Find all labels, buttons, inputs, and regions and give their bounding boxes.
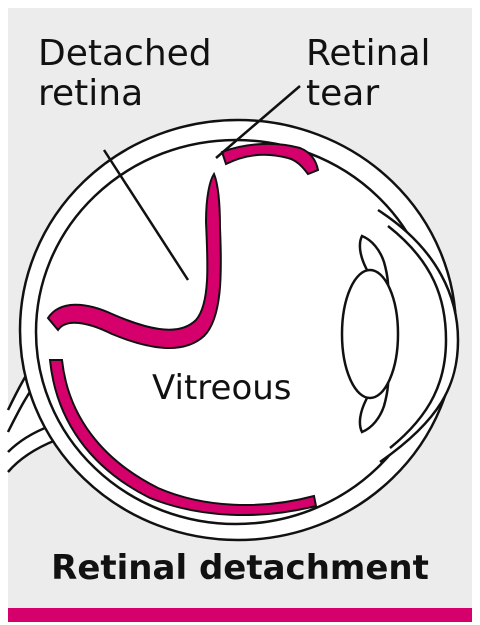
retinal-tear-label: Retinal tear [306, 34, 431, 113]
detached-retina-label: Detached retina [38, 34, 212, 113]
figure-title: Retinal detachment [0, 548, 480, 588]
accent-bar [8, 608, 472, 622]
retinal-tear-label-line2: tear [306, 74, 431, 114]
vitreous-label: Vitreous [152, 370, 292, 407]
detached-retina-label-line2: retina [38, 74, 212, 114]
detached-retina-label-line1: Detached [38, 34, 212, 74]
lens [342, 270, 398, 398]
retinal-tear-label-line1: Retinal [306, 34, 431, 74]
